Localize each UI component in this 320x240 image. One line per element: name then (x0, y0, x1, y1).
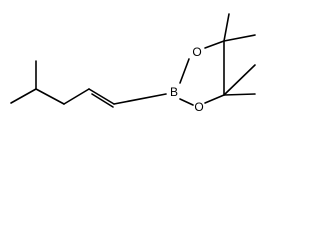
bond-isopropyl-ch2 (35, 88, 65, 105)
bond-boron-oxygen-bottom (179, 98, 194, 106)
bond-methyl-3 (223, 64, 256, 96)
dioxaborolane-ring (179, 40, 225, 106)
bond-oxygen-bottom-carbon (204, 94, 225, 104)
chemical-structure: B O O (10, 13, 256, 114)
bond-ch2-alkene (63, 88, 90, 105)
double-bond-main (88, 88, 115, 105)
bond-methyl-4 (223, 93, 256, 96)
alkene-double-bond (88, 88, 115, 108)
atom-label-oxygen-bottom: O (194, 100, 203, 114)
atom-label-boron: B (170, 85, 178, 99)
bond-oxygen-top-carbon (204, 40, 225, 49)
bond-methyl-left (10, 88, 37, 104)
bond-alkene-boron (113, 93, 167, 105)
atom-label-oxygen-top: O (192, 45, 201, 59)
double-bond-inner (91, 93, 114, 108)
bond-methyl-2 (223, 34, 256, 42)
alkyl-chain (10, 60, 90, 105)
bond-boron-oxygen-top (179, 58, 190, 84)
methyl-substituents (223, 13, 256, 96)
bond-methyl-1 (223, 13, 230, 42)
